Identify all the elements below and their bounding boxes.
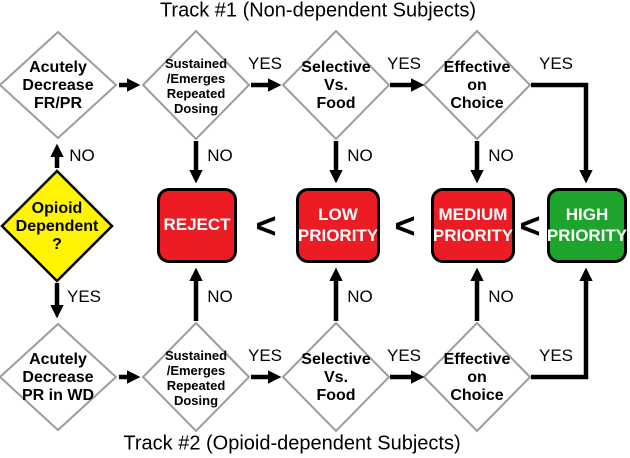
track1-title: Track #1 (Non-dependent Subjects) [159, 0, 477, 22]
low-priority-box: LOW PRIORITY [296, 188, 380, 263]
medium-priority-box: MEDIUM PRIORITY [431, 188, 515, 263]
track2-d2-label: Sustained /Emerges Repeated Dosing [164, 347, 228, 409]
arrow-t2-d4-high-yes [531, 267, 593, 380]
no-label-opioid-up: NO [69, 146, 95, 165]
no-label-t2-d2: NO [207, 287, 233, 306]
less-than-reject-low: < [255, 205, 277, 246]
track2-d1-label: Acutely Decrease PR in WD [22, 350, 94, 405]
track2-diamond-acutely-decrease [0, 322, 118, 432]
less-than-low-medium: < [394, 205, 416, 246]
yes-label-opioid-down: YES [66, 287, 102, 306]
yes-label-t1-d3-d4: YES [386, 54, 422, 73]
less-than-medium-high: < [519, 205, 541, 246]
reject-box: REJECT [157, 188, 237, 263]
yes-label-t2-d4-high: YES [538, 346, 574, 365]
track2-diamond-selective-vs-food [281, 321, 391, 433]
opioid-dependent-label: Opioid Dependent ? [15, 199, 99, 254]
track1-d1-label: Acutely Decrease FR/PR [22, 58, 94, 113]
no-label-t1-d4: NO [488, 146, 514, 165]
yes-label-t1-d2-d3: YES [247, 54, 283, 73]
opioid-dependent-diamond [0, 169, 114, 283]
no-label-t2-d4: NO [488, 287, 514, 306]
track2-diamond-effective-on-choice [422, 321, 532, 433]
track1-diamond-sustained-emerges [141, 29, 251, 141]
track1-diamond-acutely-decrease [0, 30, 118, 140]
yes-label-t2-d3-d4: YES [386, 346, 422, 365]
no-label-t1-d2: NO [207, 146, 233, 165]
arrow-t1-d4-high-yes [531, 82, 593, 184]
track1-diamond-effective-on-choice [422, 29, 532, 141]
track2-d4-label: Effective on Choice [443, 350, 511, 405]
track1-d4-label: Effective on Choice [443, 58, 511, 113]
track2-diamond-sustained-emerges [141, 321, 251, 433]
high-priority-box: HIGH PRIORITY [547, 188, 627, 263]
yes-label-t1-d4-high: YES [538, 54, 574, 73]
flow-arrows [50, 78, 593, 384]
track1-d2-label: Sustained /Emerges Repeated Dosing [164, 55, 228, 117]
track2-d3-label: Selective Vs. Food [301, 350, 371, 405]
yes-label-t2-d2-d3: YES [247, 346, 283, 365]
no-label-t1-d3: NO [347, 146, 373, 165]
track2-title: Track #2 (Opioid-dependent Subjects) [123, 432, 461, 455]
decision-diamonds [0, 29, 532, 433]
track1-d3-label: Selective Vs. Food [301, 58, 371, 113]
no-label-t2-d3: NO [347, 287, 373, 306]
track1-diamond-selective-vs-food [281, 29, 391, 141]
